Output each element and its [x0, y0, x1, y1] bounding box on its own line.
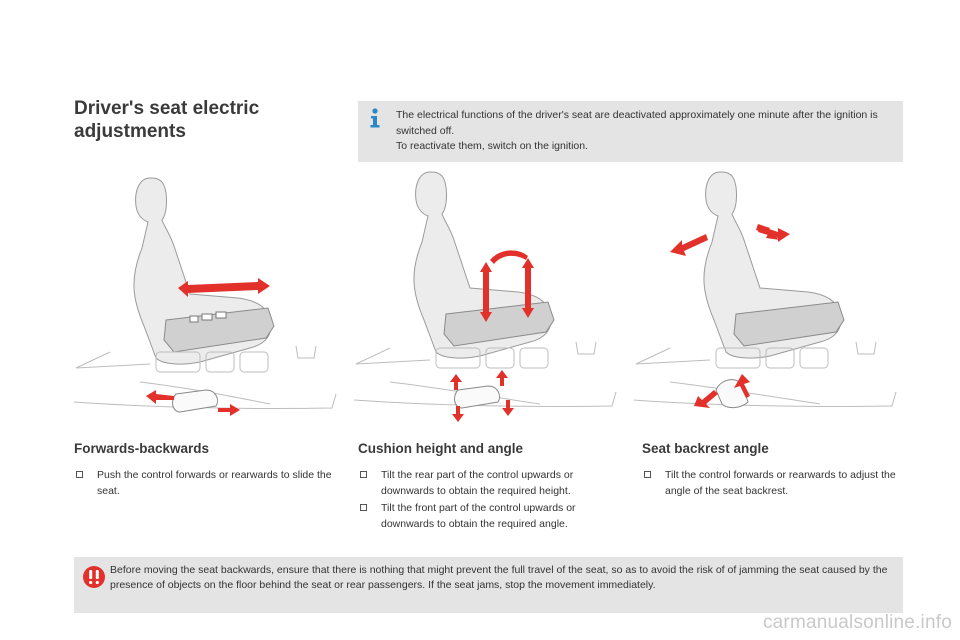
checkbox-bullet-icon: [360, 504, 367, 511]
list-item-text: Push the control forwards or rearwards t…: [97, 469, 332, 497]
watermark: carmanualsonline.info: [762, 612, 952, 633]
list-item-text: Tilt the rear part of the control upward…: [381, 469, 574, 497]
section-forwards-backwards: Forwards-backwards Push the control forw…: [74, 440, 336, 501]
info-text-line2: To reactivate them, switch on the igniti…: [396, 140, 589, 152]
info-icon: [370, 108, 380, 128]
list-item: Tilt the rear part of the control upward…: [358, 468, 620, 499]
list-item-text: Tilt the control forwards or rearwards t…: [665, 469, 896, 497]
section-heading: Seat backrest angle: [642, 441, 769, 456]
warning-icon: [83, 566, 105, 588]
seat-illustration-backrest-angle: [630, 168, 912, 438]
list-item: Tilt the front part of the control upwar…: [358, 501, 620, 532]
seat-illustration-forwards-backwards: [70, 168, 352, 438]
list-item: Tilt the control forwards or rearwards t…: [642, 468, 904, 499]
page-title: Driver's seat electric adjustments: [74, 98, 260, 142]
info-text-line1: The electrical functions of the driver's…: [396, 109, 878, 137]
section-heading: Cushion height and angle: [358, 441, 523, 456]
warning-note: Before moving the seat backwards, ensure…: [74, 557, 903, 613]
forward-backward-arrow: [178, 278, 270, 297]
list-item: Push the control forwards or rearwards t…: [74, 468, 336, 499]
checkbox-bullet-icon: [76, 471, 83, 478]
warning-text: Before moving the seat backwards, ensure…: [110, 564, 888, 591]
seat-illustration-cushion-height-angle: [350, 168, 632, 438]
list-item-text: Tilt the front part of the control upwar…: [381, 502, 576, 530]
info-note: The electrical functions of the driver's…: [358, 101, 903, 162]
section-heading: Forwards-backwards: [74, 441, 210, 456]
checkbox-bullet-icon: [644, 471, 651, 478]
section-backrest-angle: Seat backrest angle Tilt the control for…: [642, 440, 904, 501]
section-cushion-height-angle: Cushion height and angle Tilt the rear p…: [358, 440, 620, 534]
checkbox-bullet-icon: [360, 471, 367, 478]
